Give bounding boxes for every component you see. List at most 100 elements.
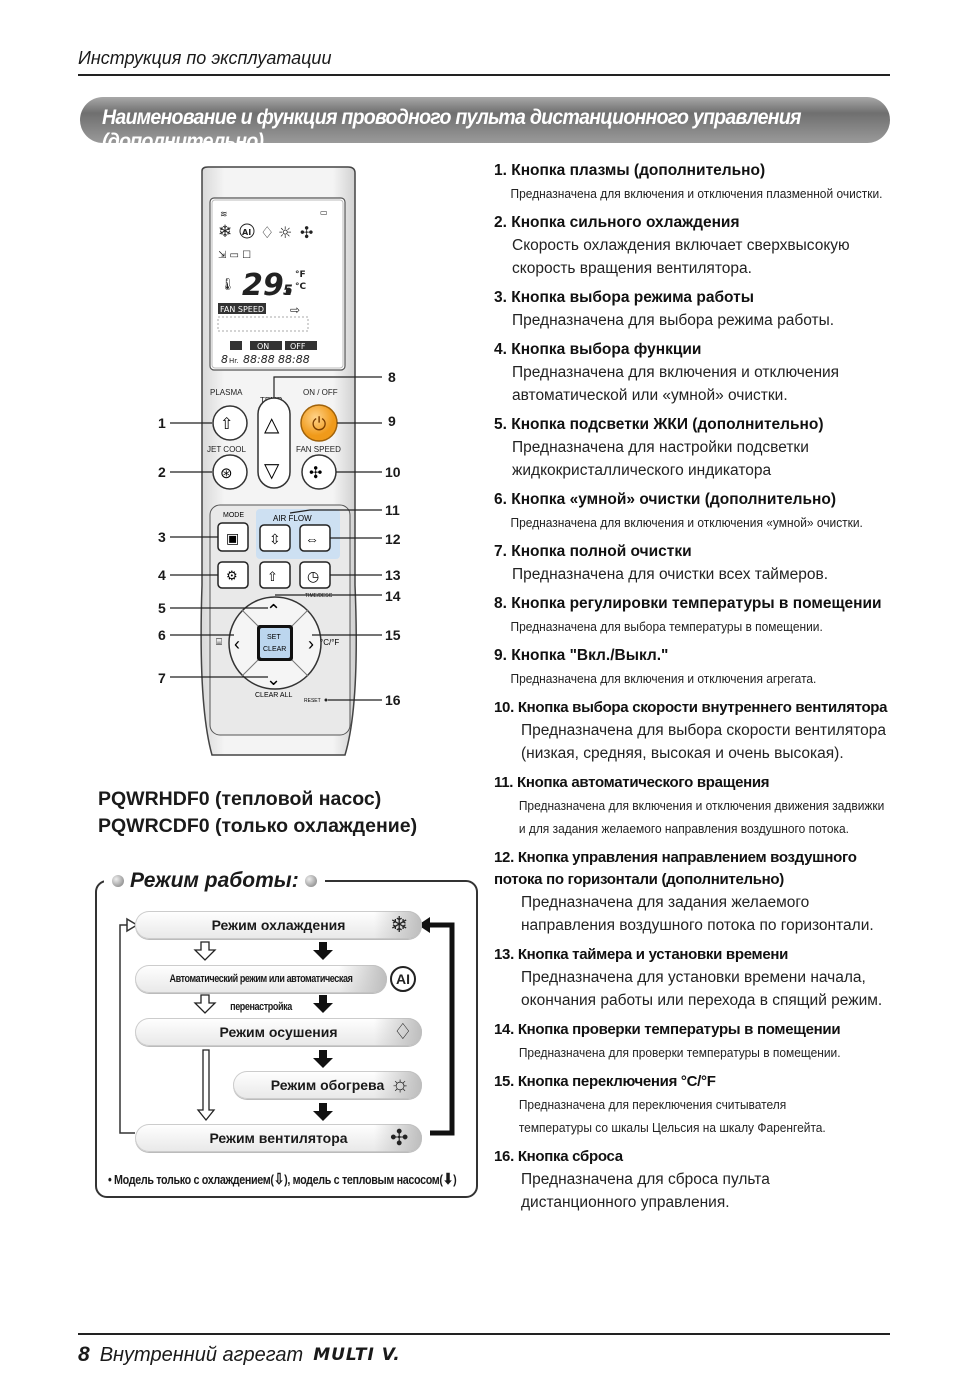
page-footer: 8 Внутренний агрегат MULTI V. <box>78 1343 401 1367</box>
mode-cooling: Режим охлаждения <box>135 911 422 939</box>
svg-text:⇳: ⇳ <box>269 531 281 547</box>
svg-text:°C: °C <box>295 282 307 292</box>
function-description: (низкая, средняя, высокая и очень высока… <box>521 745 844 762</box>
bullet-icon <box>112 875 124 887</box>
svg-text:⏻: ⏻ <box>312 414 326 434</box>
svg-text:AIR FLOW: AIR FLOW <box>273 514 312 523</box>
function-description: Скорость охлаждения включает сверхвысоку… <box>512 237 850 254</box>
function-heading: 12. Кнопка управления направлением возду… <box>494 849 857 888</box>
svg-text:▭: ▭ <box>320 208 328 217</box>
function-item: 14. Кнопка проверки температуры в помеще… <box>494 1019 904 1064</box>
page-number: 8 <box>78 1343 90 1366</box>
function-description: и для задания желаемого направления возд… <box>518 821 849 836</box>
svg-text:⇧: ⇧ <box>220 416 233 433</box>
svg-text:OFF: OFF <box>290 342 306 351</box>
lcd-temp: 29. <box>242 268 295 303</box>
function-heading: 7. Кнопка полной очистки <box>494 543 692 560</box>
function-description: дистанционного управления. <box>521 1194 730 1211</box>
callout-1: 1 <box>158 415 166 431</box>
svg-text:°F: °F <box>295 270 306 280</box>
callout-11: 11 <box>385 502 400 518</box>
callout-16: 16 <box>385 692 401 708</box>
svg-text:⌄: ⌄ <box>266 669 281 689</box>
callout-6: 6 <box>158 627 166 643</box>
function-heading: 4. Кнопка выбора функции <box>494 341 702 358</box>
model-heatpump: PQWRHDF0 (тепловой насос) <box>98 788 382 810</box>
bullet-icon <box>304 875 317 887</box>
callout-5: 5 <box>158 600 166 616</box>
function-heading: 1. Кнопка плазмы (дополнительно) <box>494 162 766 179</box>
svg-text:TIME/DESC: TIME/DESC <box>305 593 333 599</box>
footer-text: Внутренний агрегат <box>99 1343 304 1366</box>
svg-text:Hr.: Hr. <box>229 357 239 365</box>
function-description: Предназначена для включения и отключения… <box>510 186 883 201</box>
snowflake-icon: ❄ <box>390 912 409 937</box>
svg-text:⇔: ⇔ <box>305 531 319 547</box>
svg-text:5: 5 <box>283 283 293 299</box>
function-heading: 9. Кнопка "Вкл./Выкл." <box>494 647 669 664</box>
svg-text:SET: SET <box>267 634 281 641</box>
svg-text:△: △ <box>264 414 280 436</box>
svg-text:✣: ✣ <box>309 465 322 482</box>
svg-text:CLEAR ALL: CLEAR ALL <box>255 692 292 699</box>
function-description: Предназначена для проверки температуры в… <box>518 1045 841 1060</box>
section-title: Наименование и функция проводного пульта… <box>102 106 802 153</box>
svg-text:›: › <box>308 634 314 654</box>
page-header: Инструкция по эксплуатации <box>78 48 332 68</box>
section-title-bar: Наименование и функция проводного пульта… <box>80 97 890 153</box>
function-description: Предназначена для очистки всех таймеров. <box>512 566 829 583</box>
function-description: Предназначена для переключения считывате… <box>518 1097 787 1112</box>
footer-divider <box>78 1333 890 1335</box>
mode-heating: Режим обогрева <box>233 1071 422 1099</box>
solid-arrow-icon: ⬇ <box>442 1171 454 1188</box>
callout-14: 14 <box>385 588 401 604</box>
function-heading: 3. Кнопка выбора режима работы <box>494 289 754 306</box>
function-description: температуры со шкалы Цельсия на шкалу Фа… <box>518 1120 826 1135</box>
svg-text:⇧: ⇧ <box>267 569 278 584</box>
svg-text:▽: ▽ <box>264 460 280 482</box>
brand-logo: MULTI V. <box>313 1345 401 1365</box>
svg-text:⊛: ⊛ <box>220 465 233 482</box>
svg-text:≋: ≋ <box>220 210 228 220</box>
svg-text:⌃: ⌃ <box>266 601 281 621</box>
function-item: 15. Кнопка переключения °C/°F Предназначе… <box>494 1071 904 1139</box>
function-heading: 16. Кнопка сброса <box>494 1148 623 1165</box>
callout-10: 10 <box>385 464 401 480</box>
sun-icon: ☼ <box>390 1071 411 1096</box>
function-description: жидкокристаллического индикатора <box>512 462 772 479</box>
svg-text:✣: ✣ <box>300 223 313 242</box>
svg-text:PLASMA: PLASMA <box>210 388 243 397</box>
callout-7: 7 <box>158 670 166 686</box>
function-heading: 2. Кнопка сильного охлаждения <box>494 214 740 231</box>
svg-text:❄: ❄ <box>218 222 232 242</box>
function-description: Предназначена для включения и отключения… <box>510 515 863 530</box>
function-description: окончания работы или перехода в спящий р… <box>521 992 883 1009</box>
callout-9: 9 <box>388 413 396 429</box>
hollow-arrow-icon: ⇩ <box>273 1171 285 1188</box>
callout-13: 13 <box>385 567 401 583</box>
function-description: Предназначена для включения и отключения… <box>510 671 817 686</box>
svg-text:FAN SPEED: FAN SPEED <box>220 305 264 314</box>
svg-text:⇲ ▭ ☐: ⇲ ▭ ☐ <box>218 250 251 261</box>
svg-text:AI: AI <box>242 228 251 237</box>
function-description: Предназначена для включения и отключения… <box>518 798 885 813</box>
svg-text:ON: ON <box>257 342 269 351</box>
function-heading: 15. Кнопка переключения °C/°F <box>494 1073 716 1090</box>
mode-auto: Автоматический режим или автоматическая … <box>135 965 387 1013</box>
svg-text:CLEAR: CLEAR <box>263 646 286 653</box>
callout-15: 15 <box>385 627 401 643</box>
svg-text:♢: ♢ <box>260 223 274 242</box>
callout-12: 12 <box>385 531 401 547</box>
function-list: 1. Кнопка плазмы (дополнительно) Предназн… <box>494 160 904 1221</box>
function-item: 9. Кнопка "Вкл./Выкл." Предназначена для … <box>494 645 904 690</box>
callout-3: 3 <box>158 529 166 545</box>
function-item: 5. Кнопка подсветки ЖКИ (дополнительно)П… <box>494 414 904 482</box>
svg-text:ON / OFF: ON / OFF <box>303 388 338 397</box>
